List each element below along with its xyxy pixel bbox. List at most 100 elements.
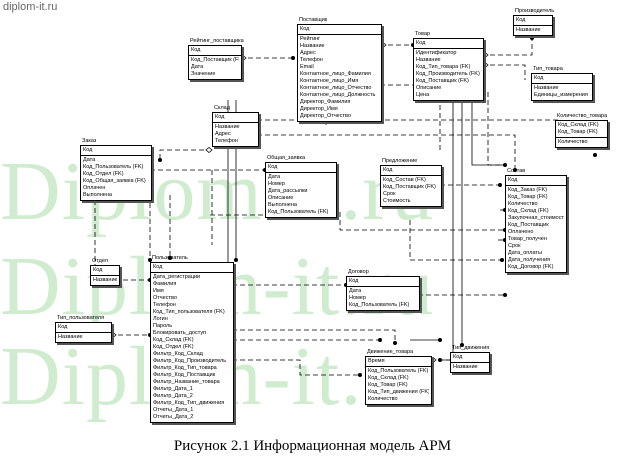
key-field: Код <box>268 164 278 170</box>
entity-title: Договор <box>348 269 369 275</box>
key-field: Код <box>349 278 359 284</box>
key-field: Код <box>83 147 93 153</box>
watermark-text: Diplom-it.ru <box>0 145 435 238</box>
attribute: Контактное_лицо_Должность <box>300 92 376 98</box>
attribute: Код_Пользователь (FK) <box>83 164 144 170</box>
attribute: Логин <box>153 316 168 322</box>
attribute: Оплачено <box>508 229 534 235</box>
attribute: Код_Производитель (FK) <box>416 71 480 77</box>
entity-product: Товар Код Идентификатор Название Код_Тип… <box>413 31 484 101</box>
entity-title: Товар <box>415 31 430 37</box>
key-field: Код <box>534 75 544 81</box>
key-field: Код <box>516 17 526 23</box>
attribute: Отчеты_Дата_1 <box>153 407 194 413</box>
attribute: Отчеты_Дата_2 <box>153 414 194 420</box>
attribute: Выполнена <box>268 202 297 208</box>
attribute: Адрес <box>215 131 231 137</box>
attribute: Отчество <box>153 295 177 301</box>
attribute: Код_Склад (FK) <box>368 375 409 381</box>
attribute: Дата_получения <box>508 257 551 263</box>
attribute: Директор_Отчество <box>300 113 351 119</box>
entity-composition: Состав Код Код_Заказ (FK) Код_Товар (FK)… <box>505 168 567 273</box>
entity-movement-type: Тип_движения Код Название <box>450 345 490 373</box>
attribute: Код_Товар (FK) <box>508 194 548 200</box>
attribute: Описание <box>416 85 442 91</box>
attribute: Код_Поставщик (FK) <box>416 78 469 84</box>
attribute: Телефон <box>153 302 176 308</box>
attribute: Телефон <box>300 57 323 63</box>
entity-title: Склад <box>214 105 230 111</box>
attribute: Количество <box>368 396 398 402</box>
attribute: Код_Заказ (FK) <box>508 187 548 193</box>
entity-title: Состав <box>507 168 526 174</box>
attribute: Фильтр_Название_товара <box>153 379 220 385</box>
attribute: Срок <box>508 243 521 249</box>
attribute: Код_Отдел (FK) <box>153 344 194 350</box>
entity-title: Производитель <box>515 8 555 14</box>
key-field: Код <box>153 264 163 270</box>
attribute: Название <box>93 277 117 283</box>
attribute: Товар_получен <box>508 236 547 242</box>
attribute: Код_Поставщик (FK) <box>191 57 239 63</box>
attribute: Код_Договор (FK) <box>508 264 554 270</box>
key-field: Код_Склад (FK) <box>558 122 599 128</box>
attribute: Блокировать_доступ <box>153 330 207 336</box>
attribute: Телефон <box>215 138 238 144</box>
attribute: Контактное_лицо_Фамилия <box>300 71 371 77</box>
attribute: Цена <box>416 92 430 98</box>
attribute: Срок <box>383 191 396 197</box>
entity-title: Движение_товара <box>367 349 414 355</box>
entity-contract: Договор Код Дата Номер Код_Пользователь … <box>346 269 420 311</box>
entity-common-request: Общая_заявка Код Дата Номер Дата_рассылк… <box>265 155 337 218</box>
attribute: Значение <box>191 71 216 77</box>
attribute: Код_Тип_пользователя (FK) <box>153 309 225 315</box>
attribute: Код_Тип_товара (FK) <box>416 64 471 70</box>
key-field: Код <box>58 324 68 330</box>
attribute: Код_Поставщик (FK) <box>383 184 436 190</box>
key-field: Код <box>416 40 426 46</box>
attribute: Код_Поставщик <box>508 222 549 228</box>
attribute: Дата <box>191 64 204 70</box>
entity-supplier-rating: Рейтинг_поставщика Код Код_Поставщик (FK… <box>188 38 244 80</box>
attribute: Название <box>416 57 441 63</box>
entity-title: Поставщик <box>299 17 328 23</box>
key-field: Код <box>215 114 225 120</box>
attribute: Название <box>58 334 83 340</box>
entity-product-movement: Движение_товара Время Код_Пользователь (… <box>365 349 432 405</box>
attribute: Email <box>300 64 314 70</box>
entity-supplier: Поставщик Код Рейтинг Название Адрес Тел… <box>297 17 382 122</box>
entity-title: Общая_заявка <box>267 155 306 161</box>
key-field: Код <box>300 26 310 32</box>
attribute: Дата_регистрации <box>153 274 201 280</box>
entity-title: Рейтинг_поставщика <box>190 38 244 44</box>
key-field: Код <box>453 354 463 360</box>
entity-product-type: Тип_товара Код Название Единицы_измерени… <box>531 66 593 101</box>
attribute: Название <box>534 85 559 91</box>
attribute: Код_Склад (FK) <box>508 208 549 214</box>
attribute: Название <box>453 364 478 370</box>
entity-title: Тип_движения <box>452 345 490 351</box>
entity-title: Заказ <box>82 138 97 144</box>
entity-offer: Предложение Код Код_Состав (FK) Код_Пост… <box>380 158 442 207</box>
figure-caption: Рисунок 2.1 Информационная модель АРМ <box>173 438 452 454</box>
attribute: Директор_Фамилия <box>300 99 351 105</box>
attribute: Дата <box>349 288 362 294</box>
attribute: Название <box>516 27 541 33</box>
key-field: Код_Товар (FK) <box>558 129 598 135</box>
attribute: Код_Пользователь (FK) <box>349 302 410 308</box>
attribute: Номер <box>268 181 285 187</box>
attribute: Код_Состав (FK) <box>383 177 426 183</box>
attribute: Имя <box>153 288 164 294</box>
attribute: Количество <box>508 201 538 207</box>
key-field: Код <box>191 47 201 53</box>
attribute: Идентификатор <box>416 50 457 56</box>
attribute: Фамилия <box>153 281 177 287</box>
attribute: Выполнена <box>83 192 112 198</box>
key-field: Код <box>508 177 518 183</box>
attribute: Код_Пользователь (FK) <box>268 209 329 215</box>
entity-title: Тип_товара <box>533 66 563 72</box>
entity-maker: Производитель Код Название <box>513 8 554 36</box>
attribute: Закупочная_стоимость <box>508 215 564 221</box>
entity-user-type: Тип_пользователя Код Название <box>55 315 112 343</box>
